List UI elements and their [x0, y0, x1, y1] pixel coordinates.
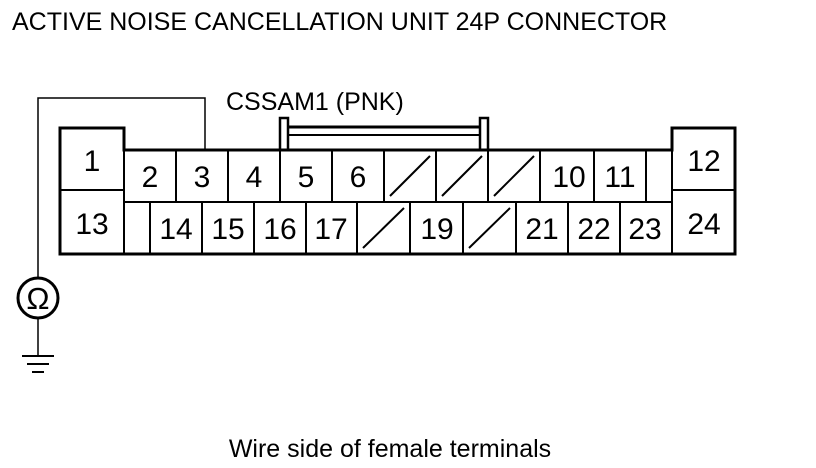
terminal-1: 1: [84, 145, 101, 178]
probe-wire: [37, 97, 206, 278]
terminal-23: 23: [628, 213, 661, 246]
terminal-5: 5: [298, 161, 315, 194]
terminal-22: 22: [577, 213, 610, 246]
empty-cavity-slash: [468, 207, 511, 249]
empty-cavity-slash: [441, 155, 483, 197]
terminal-11: 11: [604, 161, 635, 194]
empty-cavity-slash: [493, 155, 535, 197]
terminal-2: 2: [142, 161, 159, 194]
terminal-12: 12: [687, 145, 720, 178]
wire-bracket: [278, 116, 490, 152]
diagram-caption: Wire side of female terminals: [229, 435, 551, 463]
terminal-4: 4: [246, 161, 263, 194]
wire-label: CSSAM1 (PNK): [226, 88, 404, 116]
ohmmeter-icon: Ω: [16, 276, 60, 320]
terminal-21: 21: [525, 213, 558, 246]
terminal-10: 10: [552, 161, 585, 194]
meter-symbol: Ω: [26, 281, 49, 316]
terminal-3: 3: [194, 161, 211, 194]
terminal-19: 19: [420, 213, 453, 246]
terminal-17: 17: [314, 213, 347, 246]
terminal-24: 24: [687, 208, 720, 241]
ground-icon: [22, 318, 54, 373]
diagram-title: ACTIVE NOISE CANCELLATION UNIT 24P CONNE…: [12, 8, 667, 36]
terminal-6: 6: [350, 161, 367, 194]
terminal-13: 13: [75, 208, 108, 241]
empty-cavity-slash: [389, 155, 431, 197]
terminal-16: 16: [263, 213, 296, 246]
terminal-14: 14: [159, 213, 192, 246]
empty-cavity-slash: [362, 207, 405, 249]
connector-body: [58, 126, 737, 256]
terminal-15: 15: [211, 213, 244, 246]
